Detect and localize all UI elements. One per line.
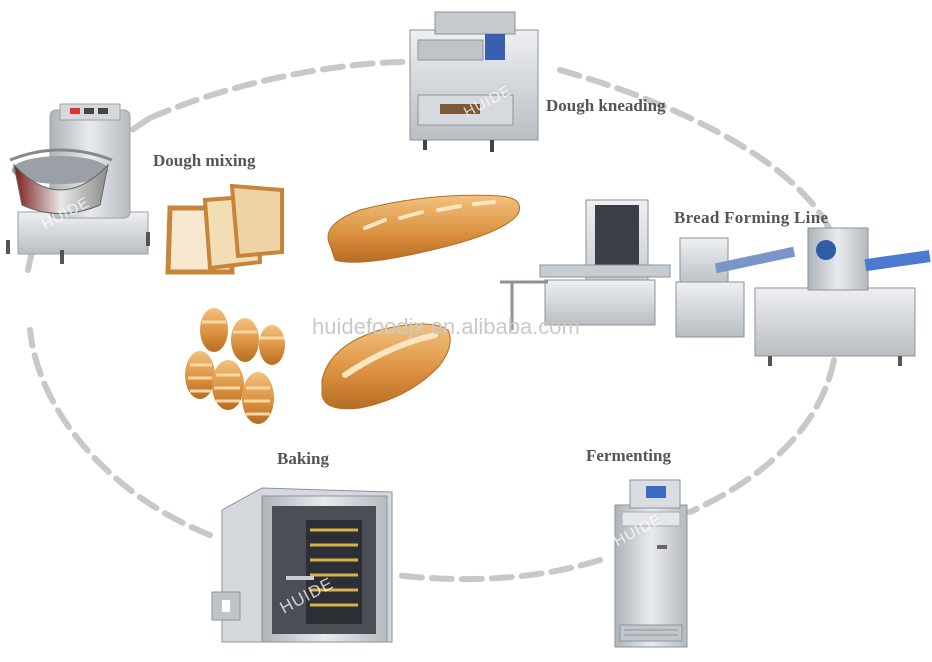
- hotdog-roll-bread: [321, 323, 451, 410]
- label-fermenting: Fermenting: [586, 446, 671, 465]
- rotary-oven-machine: [211, 487, 393, 643]
- bread-forming-line-machine: [500, 199, 931, 366]
- fermenting-proofer-machine: [614, 479, 688, 648]
- label-dough-kneading: Dough kneading: [546, 96, 666, 115]
- label-dough-mixing: Dough mixing: [153, 151, 256, 170]
- site-watermark: huidefoodjx.en.alibaba.com: [312, 314, 580, 339]
- twisted-rolls: [185, 308, 285, 424]
- baguette-bread: [327, 194, 520, 263]
- dough-kneader-machine: [409, 11, 539, 152]
- process-cycle-ring: [25, 58, 837, 583]
- label-baking: Baking: [277, 449, 329, 468]
- label-bread-forming-line: Bread Forming Line: [674, 208, 829, 227]
- sliced-toast-bread: [165, 183, 284, 275]
- dough-mixer-machine: [6, 103, 150, 264]
